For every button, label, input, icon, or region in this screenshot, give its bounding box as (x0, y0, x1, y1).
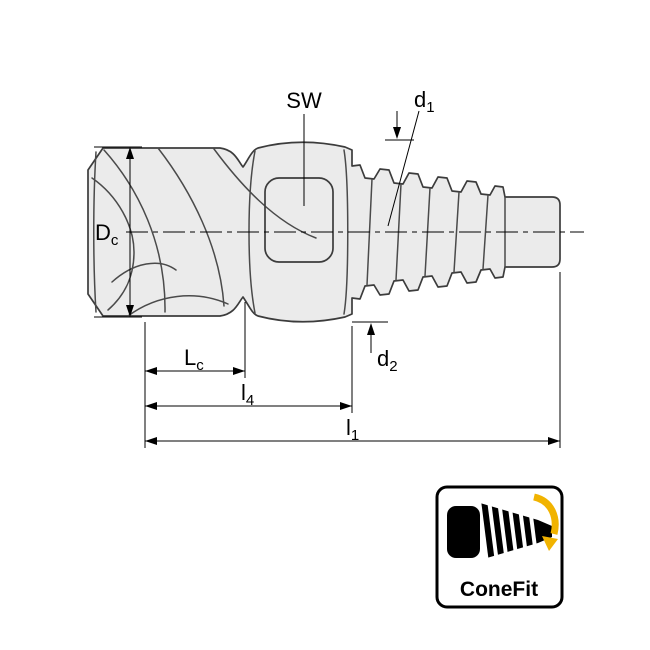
leader-line (387, 110, 420, 227)
arrowhead-right-icon (548, 437, 560, 445)
dim-d2: d2 (352, 321, 398, 375)
label-dc: Dc (95, 220, 119, 249)
logo-brand-text: ConeFit (460, 578, 538, 601)
label-lc: Lc (184, 345, 204, 374)
dim-sw: SW (286, 88, 322, 206)
flute-curve (111, 262, 177, 283)
arrowhead-right-icon (233, 367, 245, 375)
chamfer-edge-line (93, 151, 97, 313)
cone-stripe (491, 503, 505, 560)
arrowhead-down-icon (126, 305, 134, 317)
label-l4: l4 (241, 380, 254, 409)
arrowhead-left-icon (145, 402, 157, 410)
flute-curve (157, 147, 225, 307)
length-extension-lines (144, 272, 561, 448)
dim-lc: Lc (145, 345, 245, 375)
dim-dc: Dc (94, 146, 142, 318)
label-d2: d2 (377, 346, 398, 375)
thread-line (482, 194, 489, 270)
arrowhead-left-icon (145, 437, 157, 445)
flute-curve (103, 149, 166, 313)
logo-rotation-arrowhead-icon (542, 536, 558, 551)
dim-d1: d1 (385, 87, 435, 227)
flute-curve (91, 177, 135, 311)
arrowhead-down-icon (393, 127, 401, 139)
conefit-logo: ConeFit (435, 485, 564, 609)
dim-l4: l4 (145, 380, 352, 410)
label-l1: l1 (346, 415, 359, 444)
dim-l1: l1 (145, 415, 560, 445)
arrowhead-up-icon (367, 323, 375, 335)
logo-rotation-arrow-icon (532, 493, 559, 535)
flute-curve (127, 295, 229, 317)
logo-cutter-body-icon (447, 506, 480, 558)
cone-stripe (481, 503, 495, 560)
sw-wrench-flat (264, 177, 334, 263)
arrowhead-right-icon (340, 402, 352, 410)
label-d1: d1 (414, 87, 435, 116)
collar-edge-line (343, 149, 349, 315)
arrowhead-up-icon (126, 147, 134, 159)
arrowhead-left-icon (145, 367, 157, 375)
thread-line (453, 191, 460, 273)
label-sw: SW (286, 88, 322, 113)
